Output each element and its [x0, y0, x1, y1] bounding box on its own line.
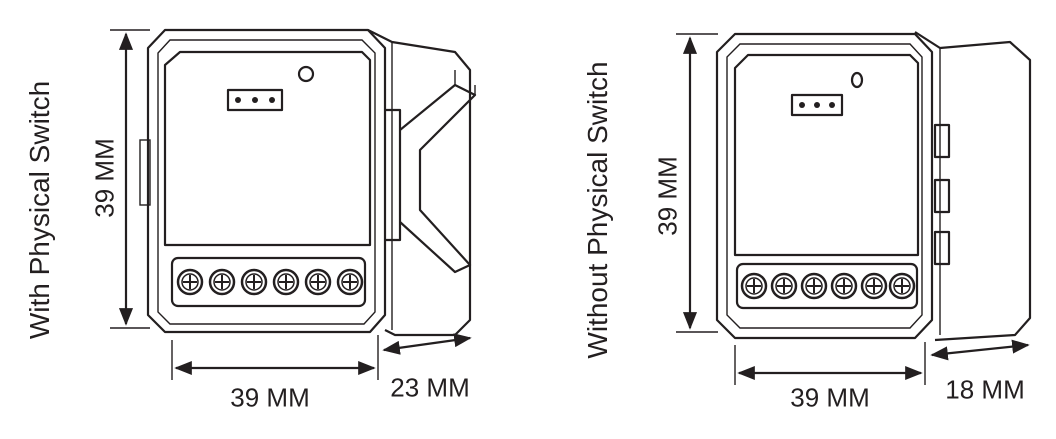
left-device-drawing — [110, 28, 477, 380]
right-device-drawing — [676, 31, 1032, 385]
left-depth-label: 23 MM — [390, 372, 470, 403]
right-width-label: 39 MM — [790, 382, 870, 413]
left-width-label: 39 MM — [230, 382, 310, 413]
right-depth-label: 18 MM — [945, 374, 1025, 405]
right-depth-dimension-line — [930, 339, 1030, 361]
left-device-title: With Physical Switch — [24, 80, 55, 340]
right-device-title: Without Physical Switch — [582, 61, 613, 359]
right-height-label: 39 MM — [652, 156, 683, 236]
left-height-label: 39 MM — [89, 138, 120, 218]
left-depth-dimension-line — [382, 333, 472, 355]
